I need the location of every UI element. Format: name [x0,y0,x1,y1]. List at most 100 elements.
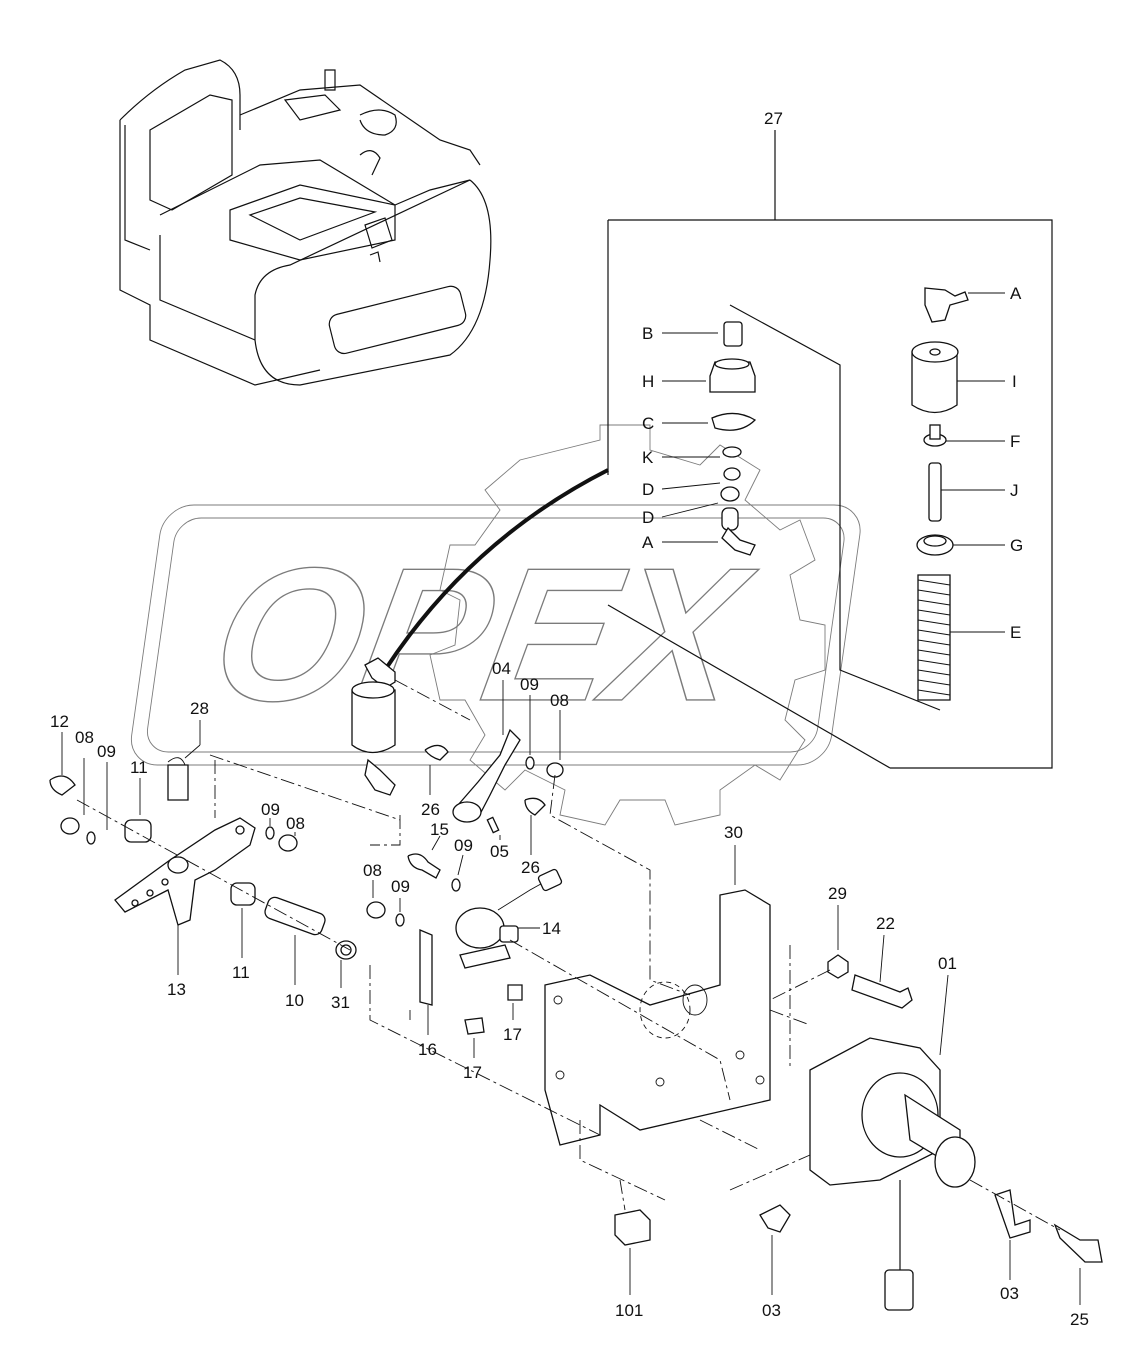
label-H: H [642,372,654,391]
nut-08a [60,758,85,835]
label-17-b: 17 [463,1063,482,1082]
label-E: E [1010,623,1021,642]
label-15: 15 [430,820,449,839]
label-F: F [1010,432,1020,451]
part-G-seat [916,534,1005,556]
plate-16 [419,929,433,1035]
washer-09e [395,898,405,927]
label-27: 27 [764,109,783,128]
label-05: 05 [490,842,509,861]
pin-05 [486,816,501,840]
part-J-pin [928,462,1005,522]
washer-09b [265,818,275,840]
label-101: 101 [615,1301,643,1320]
label-13: 13 [167,980,186,999]
label-D-2: D [642,508,654,527]
nut-29 [827,905,849,979]
label-17-a: 17 [503,1025,522,1044]
part-labels: 27 A B H I C F K D J D A G E 04 09 08 28… [50,109,1089,1329]
actuator-cylinder [351,657,396,796]
bolt-15 [407,835,441,879]
label-31: 31 [331,993,350,1012]
label-22: 22 [876,914,895,933]
part-I-cylinder [911,341,1005,414]
bolt-25 [1053,1223,1103,1305]
bolt-22 [851,934,913,1009]
cable [383,468,609,672]
clip-12 [49,732,76,796]
label-26-a: 26 [421,800,440,819]
label-08-b: 08 [286,814,305,833]
watermark-text: OPEX [199,528,766,740]
label-30: 30 [724,823,743,842]
label-J: J [1010,481,1019,500]
label-09-c: 09 [520,675,539,694]
label-08-a: 08 [75,728,94,747]
roller-11b [230,882,256,958]
clip-26a [424,744,449,795]
part-D-nut-2 [661,486,740,518]
clip-26b [524,797,546,855]
label-14: 14 [542,919,561,938]
washer-09c [525,695,535,770]
shaft-10 [264,896,326,985]
washer-09a [86,762,108,845]
label-G: G [1010,536,1023,555]
part-A-ball-joint-lower [662,507,756,556]
washer-09d [451,854,464,892]
sensor-14 [455,868,563,969]
label-12: 12 [50,712,69,731]
nut-08b [278,832,298,852]
spring-28 [167,720,201,801]
part-A-ball-joint-upper [924,287,1005,323]
clip-03b [994,1189,1031,1280]
roller-11a [124,778,152,843]
label-09-b: 09 [261,800,280,819]
label-C: C [642,414,654,433]
label-09-e: 09 [391,877,410,896]
label-08-d: 08 [363,861,382,880]
motor-01 [809,974,976,1311]
label-I: I [1012,372,1017,391]
machine-outline [119,59,492,386]
label-09-d: 09 [454,836,473,855]
opex-watermark: OPEX [130,424,861,826]
label-09-a: 09 [97,742,116,761]
part-D-nut-1 [661,467,741,490]
label-03-b: 03 [1000,1284,1019,1303]
part-H-cap [662,358,756,393]
label-28: 28 [190,699,209,718]
label-16: 16 [418,1040,437,1059]
label-D-1: D [642,480,654,499]
label-08-c: 08 [550,691,569,710]
part-C-snap-ring [662,412,757,431]
bolt-17a [507,984,523,1020]
label-25: 25 [1070,1310,1089,1329]
part-B-bushing [662,321,743,347]
label-01: 01 [938,954,957,973]
label-29: 29 [828,884,847,903]
bolt-101 [614,1209,651,1295]
label-B: B [642,324,653,343]
nut-08d [366,880,386,919]
label-11-b: 11 [232,963,250,982]
part-F-bolt [923,424,1005,447]
kit-27-boundary [607,130,1053,769]
part-E-spring [917,574,1005,701]
label-03-a: 03 [762,1301,781,1320]
bellcrank-13 [114,817,256,975]
label-11-a: 11 [130,758,148,777]
clip-03a [759,1204,791,1295]
label-A-upper: A [1010,284,1022,303]
label-26-b: 26 [521,858,540,877]
bracket-30 [544,845,771,1146]
label-04: 04 [492,659,511,678]
label-K: K [642,448,654,467]
label-10: 10 [285,991,304,1010]
assembly-guide-lines [76,679,1061,1231]
label-A-lower: A [642,533,654,552]
part-K-washer [662,446,742,458]
bolt-17b [464,1017,485,1058]
lever-04 [452,680,521,823]
